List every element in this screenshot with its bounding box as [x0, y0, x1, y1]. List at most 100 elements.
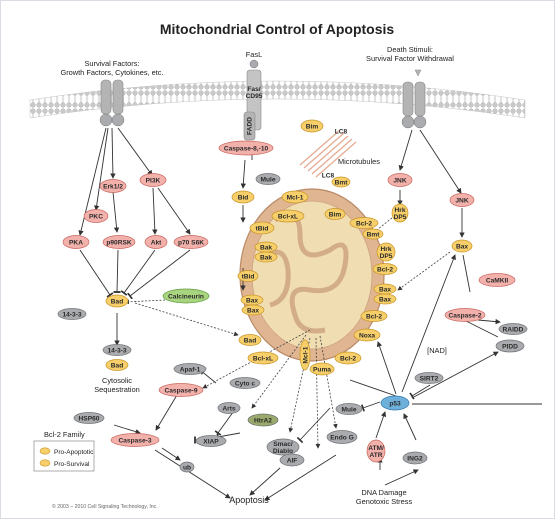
node-caspase810-shape: [218, 140, 274, 156]
node-mcl1b: Mcl-1: [299, 339, 311, 371]
node-lc8a: LC8: [335, 128, 348, 135]
node-bad1: Bad: [105, 294, 129, 308]
diagram-title: Mitochondrial Control of Apoptosis: [160, 21, 395, 37]
node-xiap: XIAP: [195, 435, 227, 447]
sequestration-label: Sequestration: [94, 385, 140, 394]
node-bad1-shape: [105, 294, 129, 308]
fasl-ligand-icon: [249, 59, 259, 69]
node-bax4-label: Bax: [379, 296, 391, 303]
node-raidd-label: RAIDD: [503, 326, 524, 333]
node-pi3k: PI3K: [139, 173, 167, 187]
legend-pro-survival: Pro-Survival: [54, 461, 90, 468]
node-akt-shape: [144, 235, 168, 249]
fas-receptor: [243, 59, 262, 141]
node-tbid1-shape: [249, 221, 275, 235]
node-fadd-label: FADD: [246, 117, 253, 135]
node-tbid2-label: tBid: [242, 273, 255, 280]
node-p70s6k-shape: [173, 235, 209, 249]
node-mule2-label: Mule: [341, 406, 356, 413]
node-pka-label: PKA: [69, 239, 83, 246]
node-bak2-shape: [254, 251, 278, 263]
node-jnk1: JNK: [387, 173, 413, 187]
node-bax3-label: Bax: [379, 286, 391, 293]
node-bad2-shape: [105, 359, 129, 371]
node-pidd: PIDD: [495, 339, 525, 353]
node-ub-shape: [179, 461, 195, 473]
node-endog-label: Endo G: [330, 434, 353, 441]
node-endog: Endo G: [326, 430, 358, 444]
protein-nodes: Fas/CD95FADDCaspase-8,-10Erk1/2PI3KPKCPK…: [57, 86, 528, 473]
node-mule1-label: Mule: [260, 176, 275, 183]
node-arts-shape: [217, 402, 241, 414]
node-p1433b: 14-3-3: [102, 344, 132, 356]
node-atmatr-shape: [366, 439, 386, 463]
node-caspase3: Caspase-3: [110, 433, 160, 447]
node-apaf1-shape: [173, 363, 207, 375]
node-bak1: Bak: [254, 241, 278, 253]
node-puma-shape: [309, 362, 335, 376]
node-p90rsk: p90RSK: [102, 235, 136, 249]
node-mule2: Mule: [335, 403, 363, 415]
node-puma: Puma: [309, 362, 335, 376]
node-bad2-label: Bad: [111, 362, 123, 369]
pro-survival-swatch-icon: [39, 459, 51, 467]
node-caspase810: Caspase-8,-10: [218, 140, 274, 156]
node-apaf1: Apaf-1: [173, 363, 207, 375]
node-hrkdp5b-shape: [391, 203, 409, 223]
node-camkii: CaMKII: [478, 273, 516, 287]
node-bmt2-label: Bmt: [367, 231, 381, 238]
node-xiap-label: XIAP: [203, 438, 219, 445]
node-bim1-label: Bim: [306, 123, 319, 130]
fasl-label: FasL: [246, 50, 262, 59]
node-arts: Arts: [217, 402, 241, 414]
node-calcineurin: Calcineurin: [162, 288, 210, 304]
node-tbid2-shape: [237, 270, 259, 282]
legend-pro-apoptotic: Pro-Apoptotic: [54, 449, 94, 456]
node-bcl2b-label: Bcl-2: [377, 266, 393, 273]
node-bax2: Bax: [241, 304, 265, 316]
node-caspase3-shape: [110, 433, 160, 447]
node-endog-shape: [326, 430, 358, 444]
node-bcl2d: Bcl-2: [334, 351, 362, 365]
node-mcl1a-shape: [281, 190, 309, 204]
node-pidd-shape: [495, 339, 525, 353]
microtubules-label: Microtubules: [338, 157, 380, 166]
node-akt: Akt: [144, 235, 168, 249]
node-mcl1b-label: Mcl-1: [302, 346, 309, 363]
node-p1433a: 14-3-3: [57, 308, 87, 320]
node-lc8b-label: LC8: [322, 172, 335, 179]
node-smac-label: Smac/Diablo: [273, 441, 293, 455]
node-cytoc: Cyto c: [229, 377, 261, 389]
node-jnk2-label: JNK: [455, 197, 468, 204]
node-p1433b-shape: [102, 344, 132, 356]
node-bcl2a-shape: [349, 217, 379, 229]
node-p70s6k-label: p70 S6K: [178, 239, 204, 246]
node-bmt1-label: Bmt: [335, 179, 349, 186]
node-bcl2c-shape: [360, 310, 388, 322]
node-ub: ub: [179, 461, 195, 473]
node-lc8b: LC8: [322, 172, 335, 179]
node-p70s6k: p70 S6K: [173, 235, 209, 249]
node-bim2-label: Bim: [329, 211, 342, 218]
node-bad2: Bad: [105, 359, 129, 371]
node-bclxl1-shape: [271, 209, 305, 223]
node-jnk1-shape: [387, 173, 413, 187]
node-fadd: FADD: [246, 117, 253, 135]
node-camkii-shape: [478, 273, 516, 287]
node-p53-label: p53: [389, 400, 401, 407]
node-pkc-label: PKC: [89, 213, 103, 220]
node-caspase2: Caspase-2: [444, 308, 486, 322]
node-bax2-label: Bax: [247, 307, 259, 314]
node-bclxl2: Bcl-xL: [247, 351, 279, 365]
node-fas-label: Fas/CD95: [246, 86, 263, 100]
node-bim2-shape: [324, 208, 346, 220]
node-ub-label: ub: [183, 464, 191, 471]
node-bid-shape: [231, 190, 255, 204]
node-bad3: Bad: [238, 334, 262, 346]
pro-apoptotic-swatch-icon: [39, 447, 51, 455]
node-pkc-shape: [83, 209, 109, 223]
node-jnk2-shape: [449, 193, 475, 207]
node-calcineurin-label: Calcineurin: [168, 293, 204, 300]
